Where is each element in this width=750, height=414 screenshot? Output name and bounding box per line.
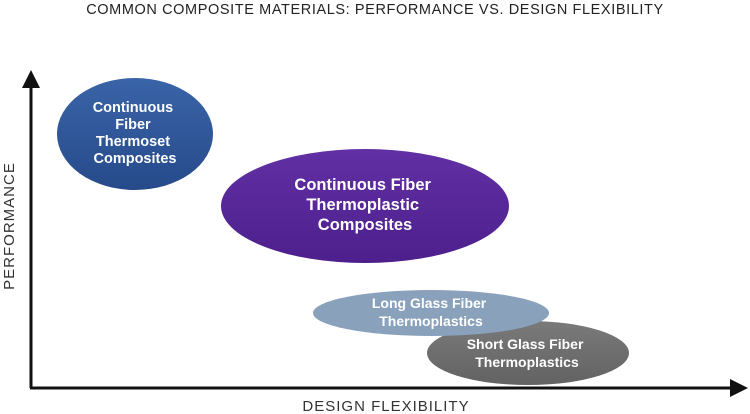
ellipse-short-glass (427, 321, 629, 385)
x-axis-arrowhead (730, 379, 748, 397)
y-axis-arrowhead (22, 70, 40, 88)
label-thermoset: Continuous Fiber Thermoset Composites (93, 100, 178, 167)
diagram-title: COMMON COMPOSITE MATERIALS: PERFORMANCE … (86, 2, 664, 18)
label-short-glass: Short Glass Fiber Thermoplastics (467, 336, 588, 370)
y-axis-label: PERFORMANCE (1, 162, 18, 290)
x-axis-label: DESIGN FLEXIBILITY (302, 398, 469, 414)
ellipse-long-glass (313, 290, 549, 336)
label-thermoplastic: Continuous Fiber Thermoplastic Composite… (294, 176, 435, 234)
label-long-glass: Long Glass Fiber Thermoplastics (372, 295, 490, 329)
ellipse-thermoplastic (221, 149, 509, 263)
ellipse-thermoset (57, 78, 213, 190)
